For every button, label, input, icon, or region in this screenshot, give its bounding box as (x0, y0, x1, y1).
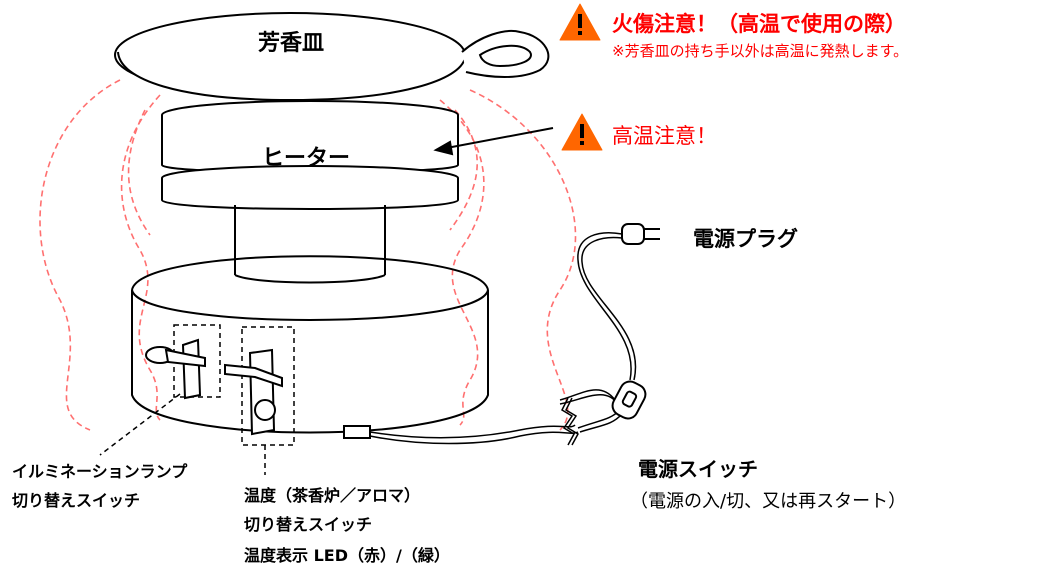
label-temperature-led: 温度表示 LED（赤）/（緑） (244, 546, 450, 565)
base (131, 255, 489, 434)
leader-lines (99, 393, 266, 475)
label-illumination-switch-1: イルミネーションランプ (12, 462, 188, 481)
heater (161, 100, 459, 284)
power-cord (369, 232, 637, 446)
warning-triangle-icon (561, 113, 603, 151)
warning-triangle-icon (559, 3, 601, 41)
label-power-plug: 電源プラグ (693, 227, 798, 251)
temperature-led (254, 399, 276, 421)
warning-burn-title: 火傷注意！（高温で使用の際） (612, 12, 906, 36)
inline-power-switch (611, 380, 647, 420)
label-heater: ヒーター (262, 146, 351, 171)
warning-heat: 高温注意！ (612, 124, 717, 148)
label-temperature-switch-1: 温度（茶香炉／アロマ） (244, 486, 421, 505)
label-power-switch-title: 電源スイッチ (638, 457, 758, 481)
label-power-switch-desc: （電源の入/切、又は再スタート） (630, 491, 907, 512)
aroma-dish (114, 12, 550, 102)
illumination-switch (145, 324, 221, 400)
label-temperature-switch-2: 切り替えスイッチ (244, 515, 373, 534)
label-dish: 芳香皿 (258, 31, 325, 56)
label-illumination-switch-2: 切り替えスイッチ (12, 491, 141, 510)
warning-burn-note: ※芳香皿の持ち手以外は高温に発熱します。 (612, 42, 909, 60)
cord-outlet (343, 425, 371, 439)
heat-arrow (433, 127, 554, 156)
heat-waves (39, 79, 577, 431)
temperature-switch (224, 326, 295, 446)
power-plug (621, 223, 660, 245)
